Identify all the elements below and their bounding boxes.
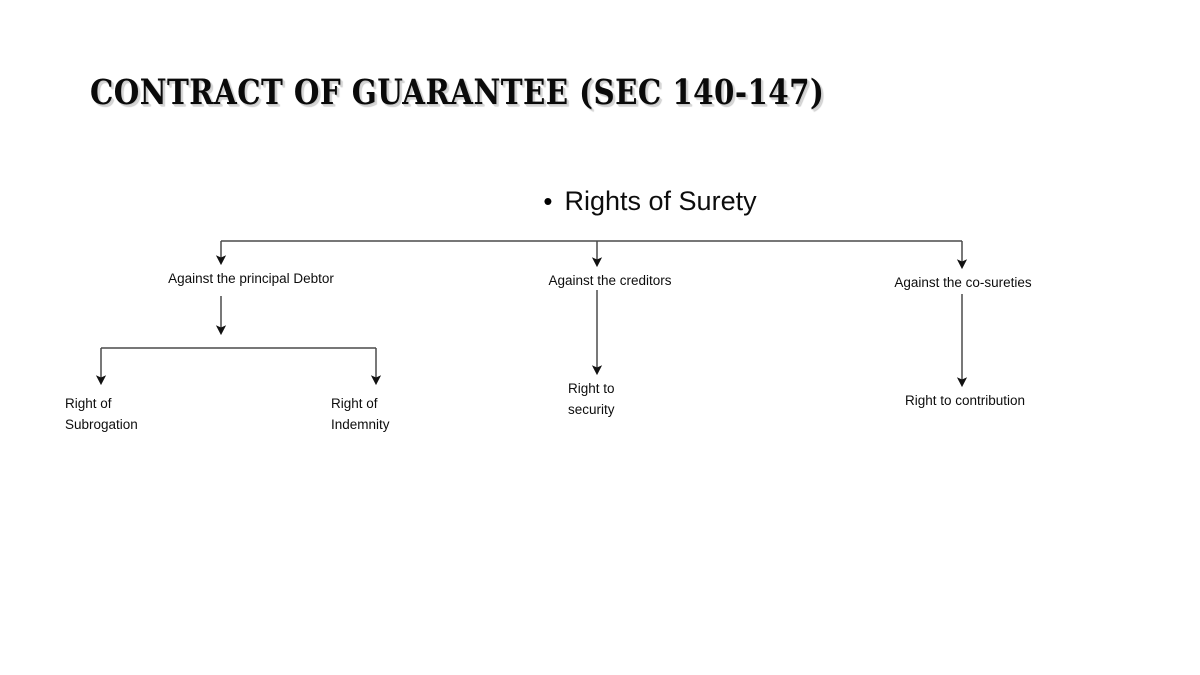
bullet-icon: •: [543, 186, 553, 216]
heading-rights-of-surety: Rights of Surety: [564, 186, 757, 216]
page-title: Contract of guarantee (sec 140-147): [90, 72, 825, 113]
node-against-the-co-sureties: Against the co-sureties: [894, 275, 1032, 290]
node-right-of-indemnity: Right of Indemnity: [331, 396, 390, 432]
node-right-to-security: Right to security: [568, 381, 615, 417]
heading-row: • Rights of Surety: [400, 184, 900, 218]
node-right-to-contribution: Right to contribution: [904, 393, 1026, 408]
node-against-the-principal-debtor: Against the principal Debtor: [168, 271, 334, 286]
node-right-of-subrogation: Right of Subrogation: [65, 396, 138, 432]
node-against-the-creditors: Against the creditors: [548, 273, 672, 288]
